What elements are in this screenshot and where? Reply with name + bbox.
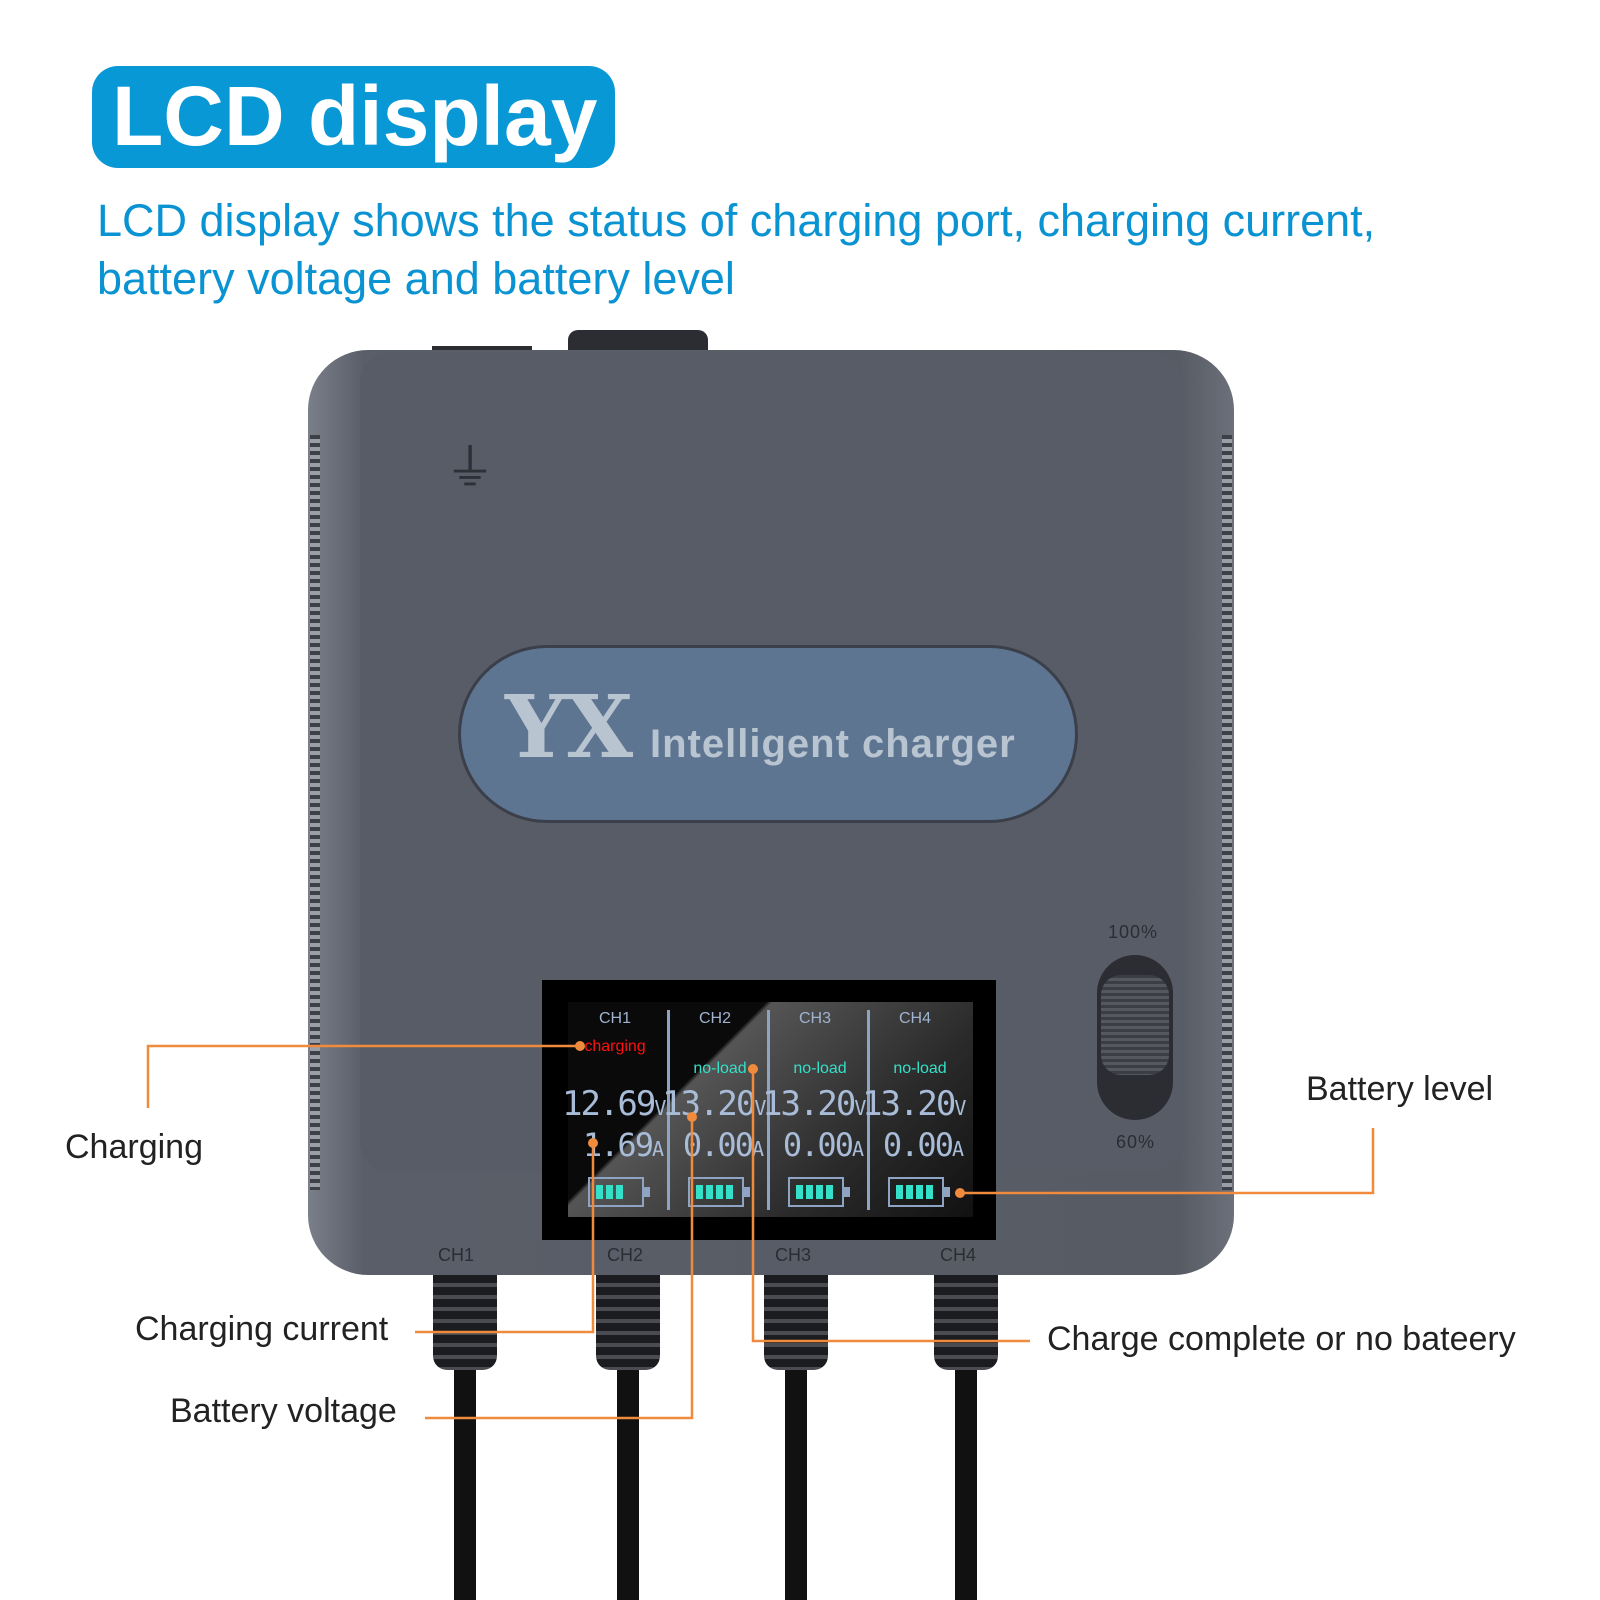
subtitle-line-2: battery voltage and battery level	[97, 253, 735, 304]
brand-plate	[458, 645, 1078, 823]
right-vent	[1222, 435, 1232, 1190]
lcd-status: no-load	[693, 1060, 747, 1077]
lcd-voltage: 13.20V	[762, 1084, 866, 1124]
lcd-divider	[867, 1010, 870, 1210]
callout-charge-complete	[751, 1069, 1030, 1343]
lcd-status: no-load	[793, 1060, 847, 1077]
cable-boot-ch1	[433, 1275, 497, 1370]
callout-dot	[955, 1188, 965, 1198]
callout-charging-current	[415, 1143, 595, 1334]
slider-max-label: 100%	[1108, 922, 1159, 942]
label-battery-level: Battery level	[1306, 1070, 1494, 1108]
subtitle-line-1: LCD display shows the status of charging…	[97, 195, 1376, 246]
lcd-current: 0.00A	[682, 1126, 764, 1164]
lcd-current: 0.00A	[782, 1126, 864, 1164]
lcd-voltage: 13.20V	[662, 1084, 766, 1124]
callout-dot	[748, 1064, 758, 1074]
label-battery-voltage: Battery voltage	[170, 1392, 397, 1430]
port-label-ch2: CH2	[607, 1245, 644, 1265]
slider-knob[interactable]	[1101, 975, 1169, 1075]
battery-level-icon	[788, 1177, 850, 1207]
label-charging-current: Charging current	[135, 1310, 389, 1348]
lcd-current: 1.69A	[582, 1126, 664, 1164]
cable-boot-ch3	[764, 1275, 828, 1370]
lcd-channel-label: CH3	[798, 1010, 831, 1027]
port-label-ch4: CH4	[940, 1245, 977, 1265]
lcd-screen	[568, 1002, 973, 1217]
port-label-ch3: CH3	[775, 1245, 812, 1265]
battery-level-icon	[588, 1177, 650, 1207]
title-badge: LCD display	[92, 66, 615, 168]
lcd-current: 0.00A	[882, 1126, 964, 1164]
label-charge-complete: Charge complete or no bateery	[1047, 1320, 1516, 1358]
label-charging: Charging	[65, 1128, 203, 1166]
battery-level-icon	[688, 1177, 750, 1207]
callout-dot	[588, 1138, 598, 1148]
lcd-divider	[667, 1010, 670, 1210]
lcd-voltage: 13.20V	[862, 1084, 966, 1124]
cable-boot-ch4	[934, 1275, 998, 1370]
lcd-status: charging	[584, 1038, 646, 1055]
port-label-ch1: CH1	[438, 1245, 475, 1265]
callout-battery-level	[960, 1128, 1375, 1195]
callout-battery-voltage	[425, 1117, 694, 1420]
brand-name: Intelligent charger	[650, 722, 1016, 766]
callout-charging	[146, 1044, 580, 1108]
plug-icon: ⏚	[445, 440, 495, 496]
lcd-channels: CH1 charging 12.69V 1.69A CH2 no-load 13…	[562, 1002, 973, 1217]
slider-min-label: 60%	[1116, 1132, 1156, 1152]
lcd-status: no-load	[893, 1060, 947, 1077]
lcd-channel-label: CH4	[898, 1010, 931, 1027]
cable-boot-ch2	[596, 1275, 660, 1370]
battery-level-icon	[888, 1177, 950, 1207]
top-edge	[432, 346, 532, 352]
lcd-channel-label: CH2	[698, 1010, 731, 1027]
power-switch	[568, 330, 708, 352]
callout-dot	[575, 1041, 585, 1051]
lcd-divider	[767, 1010, 770, 1210]
lcd-voltage: 12.69V	[562, 1084, 666, 1124]
callout-dot	[687, 1112, 697, 1122]
brand-logo: YX	[505, 677, 634, 778]
left-vent	[310, 435, 320, 1190]
lcd-channel-label: CH1	[598, 1010, 631, 1027]
